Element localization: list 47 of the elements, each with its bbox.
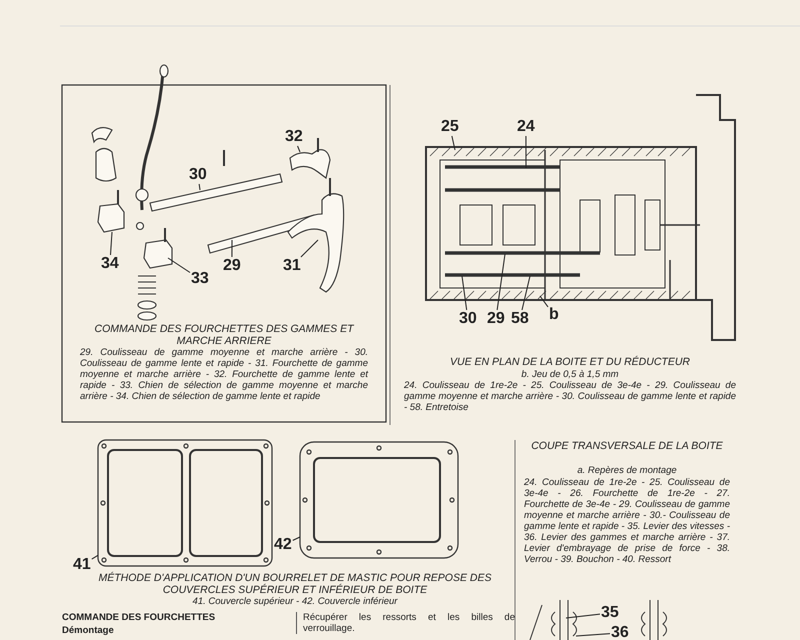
leader-line bbox=[292, 536, 300, 541]
leader-line bbox=[198, 184, 200, 190]
figure-title: COMMANDE DES FOURCHETTES DES GAMMES ET MARCHE ARRIERE bbox=[93, 323, 355, 347]
callout-number: 25 bbox=[440, 118, 460, 136]
callout-number: 42 bbox=[273, 536, 293, 554]
callout-number: 30 bbox=[458, 310, 478, 328]
callout-number: 41 bbox=[72, 556, 92, 574]
figure-title: COUPE TRANSVERSALE DE LA BOITE bbox=[530, 440, 724, 452]
leader-line bbox=[540, 296, 548, 308]
lower-cover-drawing bbox=[299, 441, 459, 559]
leader-line bbox=[168, 258, 190, 273]
leader-line bbox=[462, 276, 468, 310]
figure-caption: 41. Couvercle supérieur - 42. Couvercle inférieur bbox=[192, 596, 399, 607]
callout-number: 58 bbox=[510, 310, 530, 328]
callout-number: 34 bbox=[100, 255, 120, 273]
leader-line bbox=[566, 614, 600, 618]
figure-title: VUE EN PLAN DE LA BOITE ET DU RÉDUCTEUR bbox=[449, 356, 691, 368]
leader-line bbox=[522, 276, 530, 310]
leader-line bbox=[576, 633, 610, 636]
section-heading: COMMANDE DES FOURCHETTES bbox=[62, 612, 216, 623]
figure-caption: a. Repères de montage bbox=[576, 465, 678, 476]
leader-line bbox=[525, 136, 526, 168]
callout-number: 35 bbox=[600, 604, 620, 622]
callout-number: 33 bbox=[190, 270, 210, 288]
leader-line bbox=[451, 136, 456, 150]
callout-number: 36 bbox=[610, 624, 630, 640]
body-text: Récupérer les ressorts et les billes de verrouillage. bbox=[296, 612, 515, 634]
leader-line bbox=[300, 240, 318, 258]
figure-caption: b. Jeu de 0,5 à 1,5 mm bbox=[520, 369, 620, 380]
callout-number: 29 bbox=[486, 310, 506, 328]
figure-title: MÉTHODE D'APPLICATION D'UN BOURRELET DE MASTIC POUR REPOSE DES COUVERCLES SUPÉRIEUR ET INFÉRIEUR DE BOITE bbox=[98, 572, 492, 596]
leader-line bbox=[297, 146, 300, 152]
callout-number: 30 bbox=[188, 166, 208, 184]
callout-number: 31 bbox=[282, 257, 302, 275]
upper-cover-drawing bbox=[97, 439, 273, 567]
callout-number: 29 bbox=[222, 257, 242, 275]
leader-line bbox=[110, 232, 112, 256]
leader-line bbox=[91, 554, 98, 560]
figure-caption: 24. Coulisseau de 1re-2e - 25. Coulisseau de 3e-4e - 29. Coulisseau de gamme moyenne et marche arrière - 30. Coulisseau de gamme lente et rapide - 58. Entretoise bbox=[404, 380, 736, 413]
leader-line bbox=[231, 240, 232, 258]
callout-number: 24 bbox=[516, 118, 536, 136]
callout-number: 32 bbox=[284, 128, 304, 146]
subheading: Démontage bbox=[62, 625, 114, 636]
figure-caption: 29. Coulisseau de gamme moyenne et marche arrière - 30. Coulisseau de gamme lente et rapide - 31. Fourchette de gamme moyenne et marche arrière - 32. Fourchette de gamme lente et rapide - 33. Chien de sélection de gamme moyenne et marche arrière - 34. Chien de sélection de gamme lente et rapide bbox=[80, 347, 368, 402]
callout-number: b bbox=[548, 306, 560, 324]
figure-caption: 24. Coulisseau de 1re-2e - 25. Coulisseau de 3e-4e - 26. Fourchette de 1re-2e - 27. Fourchette de 3e-4e - 29. Coulisseau de gamme moyenne et marche arrière - 30.- Coulisseau de gamme lente et rapide - 35. Levier des vitesses - 36. Levier des gammes et marche arrière - 37. Levier d'embrayage de prise de force - 38. Verrou - 39. Bouchon - 40. Ressort bbox=[524, 477, 730, 565]
leader-line bbox=[496, 254, 506, 310]
